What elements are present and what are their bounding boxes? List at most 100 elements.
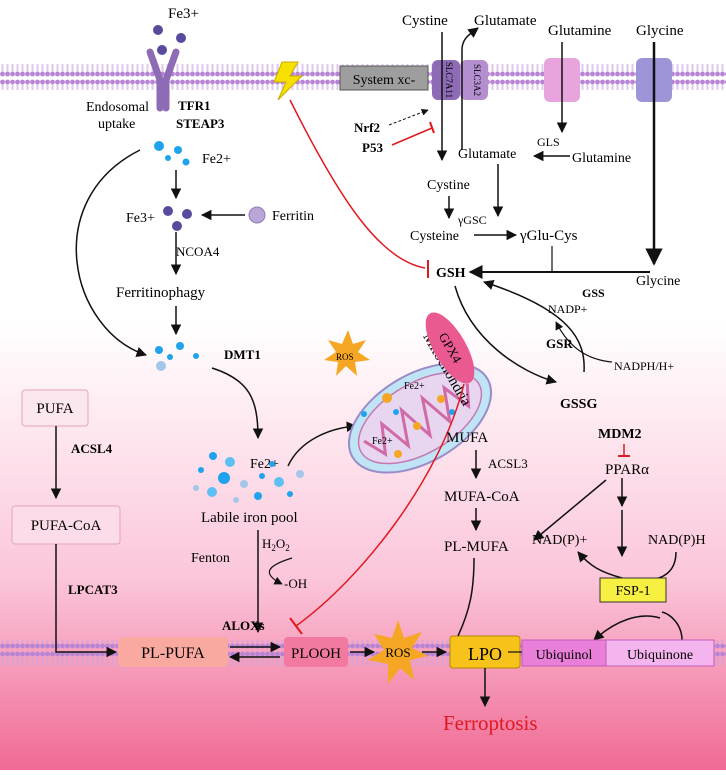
pl-pufa-box (118, 637, 228, 667)
arrow-h2o2 (268, 557, 293, 585)
plooh-box (284, 637, 348, 667)
glutamate-label: Glutamate (458, 147, 516, 162)
labile-iron-dots (193, 452, 304, 503)
plooh-label: PLOOH (291, 646, 341, 662)
ubiquinol-label: Ubiquinol (536, 648, 593, 663)
endosomal-label-2: uptake (98, 117, 135, 132)
labile-pool-label: Labile iron pool (201, 510, 298, 526)
system-xc-box (339, 65, 429, 91)
pl-pufa-label: PL-PUFA (141, 645, 205, 662)
glutamine-top-label: Glutamine (548, 23, 612, 39)
nadp-fsp-label: NAD(P)+ (532, 533, 587, 548)
mito-fe2-label-2: Fe2+ (372, 436, 393, 447)
gssg-label: GSSG (560, 397, 597, 412)
ubiquinone-box (605, 639, 715, 667)
lpcat3-label: LPCAT3 (68, 582, 118, 597)
endosomal-label-1: Endosomal (86, 100, 149, 115)
fe2-pool-label: Fe2+ (250, 457, 279, 472)
fe2-dots (154, 141, 190, 166)
ros-burst (368, 620, 428, 684)
nrf2-label: Nrf2 (354, 120, 380, 135)
inhibit-gpx4-plooh (295, 383, 465, 627)
cystine-label: Cystine (427, 178, 470, 193)
mdm2-label: MDM2 (598, 427, 642, 442)
arrow-dmt1 (211, 367, 264, 440)
pufa-box (21, 389, 89, 427)
acsl3-label: ACSL3 (488, 456, 528, 471)
acsl4-label: ACSL4 (71, 441, 113, 456)
gglu-cys-label: γGlu-Cys (519, 228, 578, 244)
arrow-nrf2 (388, 108, 429, 126)
inhibit-p53 (391, 127, 433, 146)
ppara-label: PPARα (605, 462, 649, 478)
fe3-dot (157, 45, 167, 55)
arrow-glutamate-out (461, 27, 479, 150)
ferritin-dot (248, 206, 266, 224)
nadph-fsp-label: NAD(P)H (648, 533, 706, 548)
tfr1-receptor (146, 48, 180, 112)
arrow-ppara-plmufa (533, 479, 607, 541)
inhibit-plooh-bar (289, 617, 303, 635)
line-plmufa-lpo (457, 557, 475, 637)
arrow-lpcat3 (55, 544, 118, 658)
gls-label: GLS (537, 135, 560, 149)
mito-fe2-label-1: Fe2+ (404, 381, 425, 392)
mito-inner-ros (361, 393, 455, 458)
slc7a11-label: SLC7A11 (444, 62, 454, 98)
gsh-label: GSH (436, 266, 466, 281)
ubiquinone-label: Ubiquinone (627, 648, 693, 663)
steap3-label: STEAP3 (176, 116, 225, 131)
p53-label: P53 (362, 140, 383, 155)
gpx4-ellipse (425, 312, 475, 384)
pufa-coa-label: PUFA-CoA (31, 518, 102, 534)
arrow-endosomal (75, 149, 147, 358)
ros-label: ROS (385, 645, 410, 660)
dmt1-label: DMT1 (224, 347, 261, 362)
fe2-label: Fe2+ (202, 152, 231, 167)
glycine-label: Glycine (636, 274, 680, 289)
slc7a11-transporter (432, 60, 460, 100)
fe3-label: Fe3+ (126, 211, 155, 226)
arrow-to-mito (287, 421, 358, 467)
mufa-label: MUFA (446, 430, 488, 446)
slc3a2-transporter (460, 60, 488, 100)
ferritinophagy-label: Ferritinophagy (116, 285, 206, 301)
arrow-fsp1-ubiquinol (593, 615, 661, 641)
alox-label: ALOXs (222, 618, 265, 633)
arrow-gsh-gssg (454, 285, 558, 385)
fenton-label: Fenton (191, 551, 230, 566)
fe2-dots-released (155, 342, 199, 371)
gamma-gsc-label: γGSC (457, 213, 487, 227)
mito-ros-burst (324, 330, 370, 376)
system-xc-label: System xc- (353, 73, 416, 88)
gss-label: GSS (582, 286, 605, 300)
fe3-dot (176, 33, 186, 43)
pufa-coa-box (11, 505, 121, 545)
pufa-label: PUFA (36, 401, 73, 417)
mito-ros-label: ROS (336, 352, 354, 362)
line-ubiquinone-fsp1 (661, 611, 683, 641)
pl-mufa-label: PL-MUFA (444, 539, 509, 555)
arrow-nadph-nadp (555, 321, 613, 363)
ubiquinol-box (521, 639, 607, 667)
glutamate-top-label: Glutamate (474, 13, 537, 29)
slc3a2-label: SLC3A2 (472, 64, 482, 96)
ferritin-label: Ferritin (272, 209, 314, 224)
ferroptosis-label: Ferroptosis (443, 711, 538, 735)
lightning-icon (273, 61, 304, 101)
fsp1-box (599, 577, 667, 603)
gsr-label: GSR (546, 336, 573, 351)
mufa-coa-label: MUFA-CoA (444, 489, 520, 505)
cysteine-label: Cysteine (410, 229, 459, 244)
lpo-label: LPO (468, 644, 502, 664)
inhibit-p53-bar (429, 121, 435, 134)
arrow-gssg-gsh (483, 279, 585, 373)
h2o2-label: H2O2 (262, 536, 290, 553)
fsp1-label: FSP-1 (615, 584, 650, 599)
oh-label: -OH (284, 576, 307, 591)
nadph-label: NADPH/H+ (614, 359, 674, 373)
inhibit-lightning-gsh (289, 99, 426, 269)
glutamine-label: Glutamine (572, 151, 631, 166)
